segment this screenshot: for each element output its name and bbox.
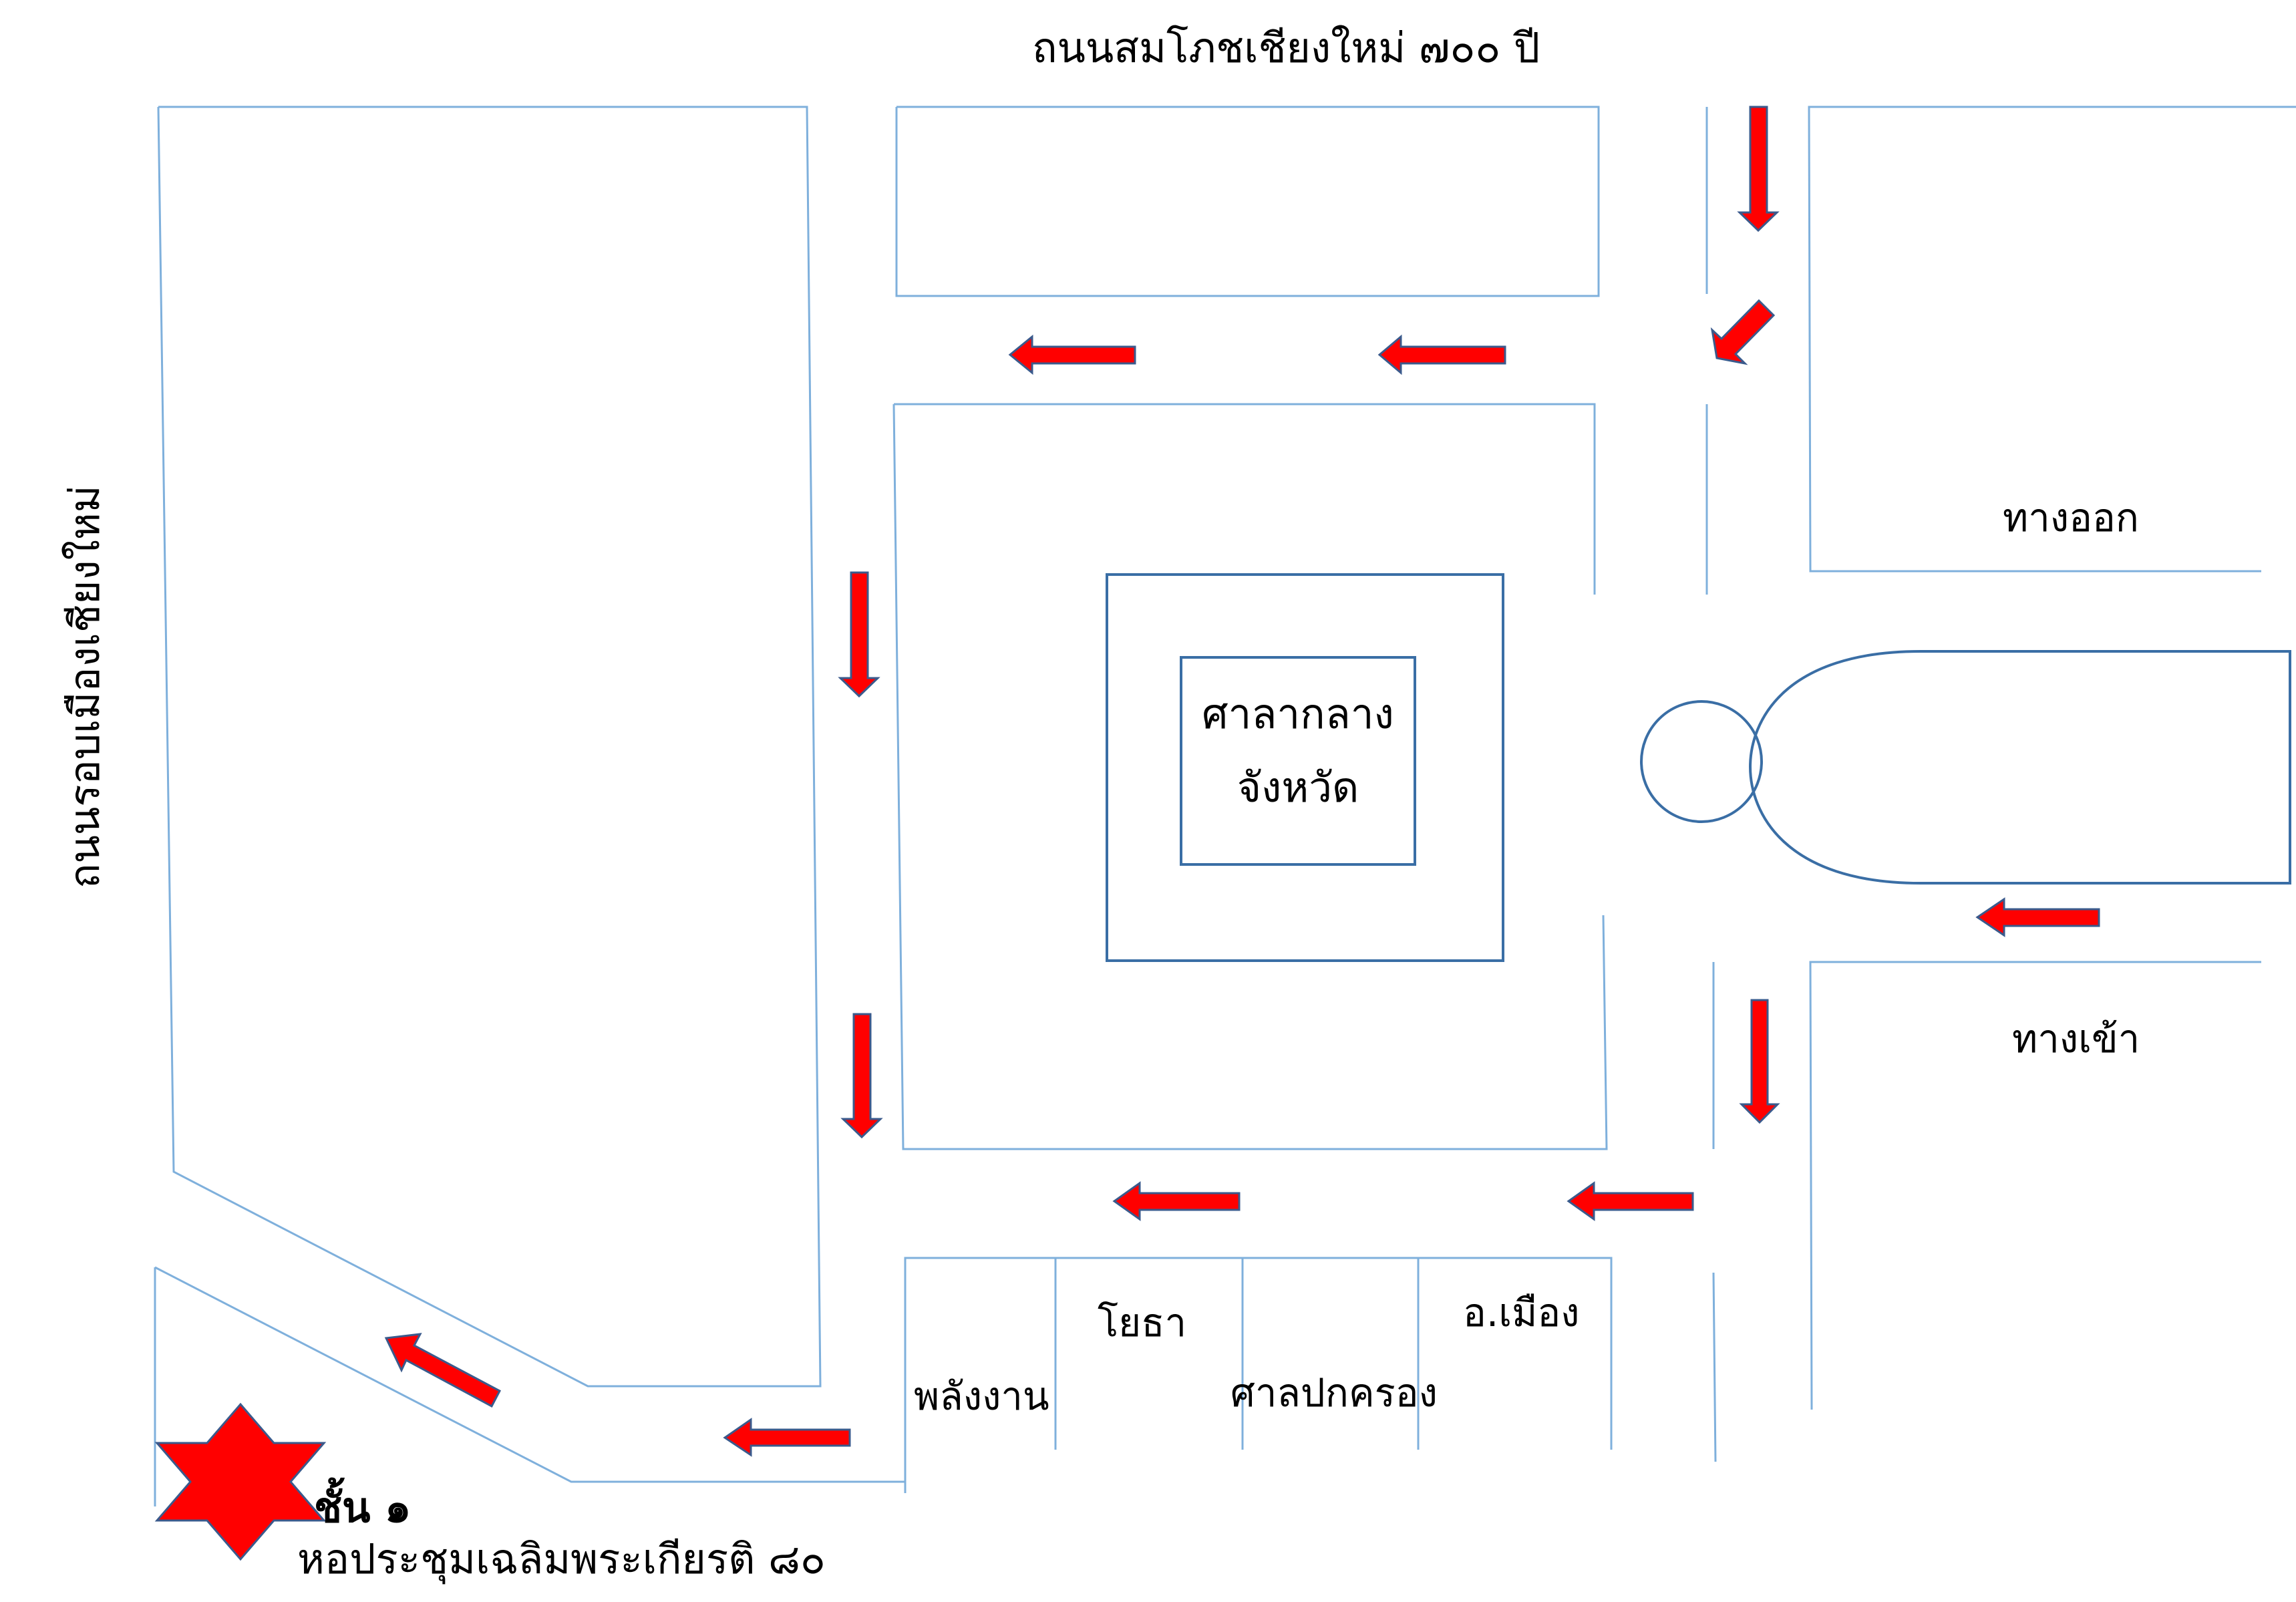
arrow-down-icon xyxy=(1739,999,1780,1124)
destination-venue-label: หอประชุมเฉลิมพระเกียรติ ๘๐ xyxy=(297,1535,826,1584)
entrance-island xyxy=(1748,650,2291,885)
arrow-left-icon xyxy=(1975,897,2100,937)
west-road-label: ถนนรอบเมืองเชียงใหม่ xyxy=(60,485,109,889)
destination-star-icon xyxy=(154,1402,327,1561)
road-lines xyxy=(154,106,2296,1506)
direction-arrows xyxy=(384,106,2100,1457)
north-road-label: ถนนสมโภชเชียงใหม่ ๗๐๐ ปี xyxy=(1032,23,1540,72)
arrow-left-icon xyxy=(1567,1181,1694,1221)
city-hall-label-line1: ศาลากลาง xyxy=(1202,689,1394,738)
south-offices-outline xyxy=(904,1257,1613,1493)
east-road-edge-4 xyxy=(1712,1272,1717,1462)
entrance-label: ทางเข้า xyxy=(2012,1016,2140,1062)
city-hall-complex xyxy=(1106,573,1504,962)
entrance-block-outline xyxy=(1809,961,2261,1410)
district-hall-label: ศาลปกครอง xyxy=(1231,1370,1438,1416)
arrow-up-left-icon xyxy=(384,1333,502,1408)
city-hall-outer xyxy=(1106,573,1504,962)
exit-block-outline xyxy=(1808,106,2296,573)
arrow-left-icon xyxy=(723,1418,851,1457)
district-office-label: อ.เมือง xyxy=(1463,1290,1579,1335)
central-block-top xyxy=(894,403,1596,595)
arrow-down-icon xyxy=(1737,106,1780,232)
central-block-bottom xyxy=(892,404,1608,1150)
city-hall-label-line2: จังหวัด xyxy=(1237,763,1359,812)
exit-label: ทางออก xyxy=(2003,495,2139,540)
city-hall-inner xyxy=(1180,656,1416,866)
arrow-left-icon xyxy=(1008,334,1136,375)
north-block-outline xyxy=(895,106,1600,297)
arrow-left-icon xyxy=(1377,334,1506,375)
energy-label: พลังงาน xyxy=(914,1374,1049,1419)
arrow-down-icon xyxy=(840,1013,883,1139)
public-works-label: โยธา xyxy=(1098,1300,1186,1345)
arrow-down-icon xyxy=(838,571,880,698)
arrow-left-icon xyxy=(1112,1181,1241,1221)
roundabout xyxy=(1640,700,1763,823)
arrow-down-left-icon xyxy=(1710,299,1776,365)
west-block-outline xyxy=(157,106,822,1388)
destination-floor-label: ชั้น ๑ xyxy=(314,1477,411,1532)
southwest-road-edge xyxy=(154,1266,905,1483)
